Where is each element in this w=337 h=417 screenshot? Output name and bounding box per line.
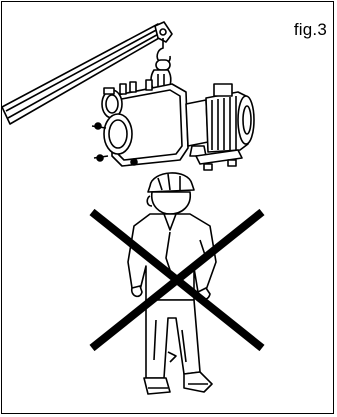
lifting-hook bbox=[151, 38, 171, 92]
pump-assembly bbox=[92, 80, 254, 170]
